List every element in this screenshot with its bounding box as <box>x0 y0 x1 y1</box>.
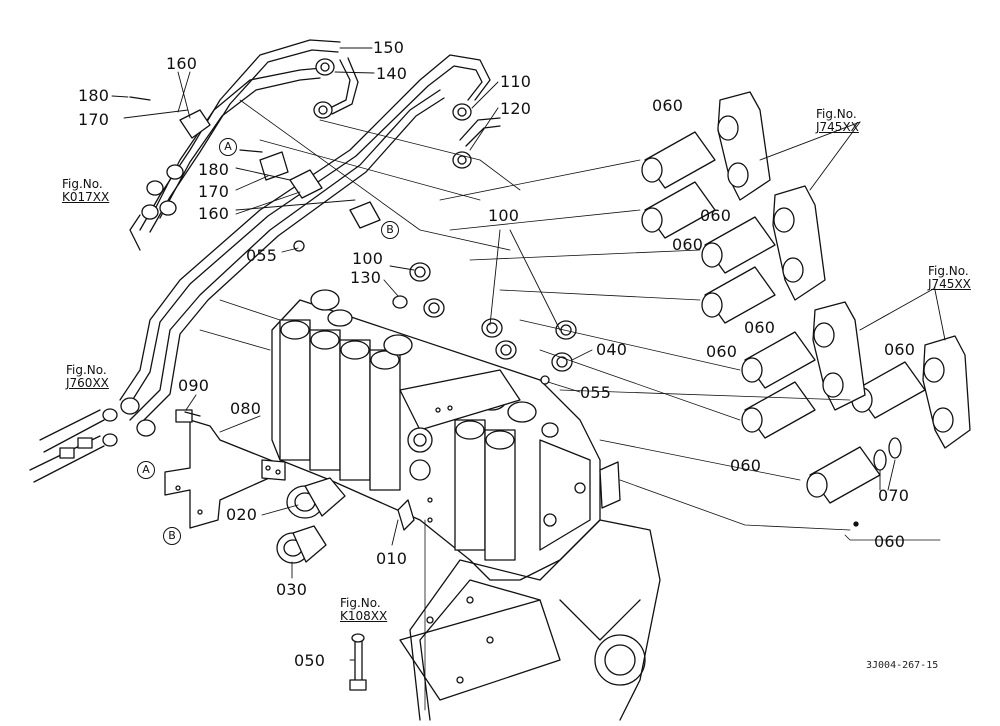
fig-ref-j760-line1: Fig.No. <box>66 363 107 377</box>
valve-fittings <box>184 240 577 691</box>
callout-150: 150 <box>373 38 405 57</box>
marker-b-bottom: B <box>163 527 181 545</box>
callout-070: 070 <box>878 486 910 505</box>
marker-a-top: A <box>219 138 237 156</box>
fig-ref-k108-line2: K108XX <box>340 609 388 623</box>
mounting-brackets <box>164 409 286 529</box>
callout-055-left: 055 <box>246 246 278 265</box>
callout-130: 130 <box>350 268 382 287</box>
fig-ref-k017-line2: K017XX <box>62 190 110 204</box>
marker-b-top: B <box>381 221 399 239</box>
callout-060-1: 060 <box>652 96 684 115</box>
pipe-fittings <box>102 58 472 447</box>
fig-ref-k108: Fig.No. K108XX <box>340 597 387 623</box>
fig-ref-j745-right-line2: J745XX <box>928 277 971 291</box>
callout-100-left: 100 <box>352 249 384 268</box>
marker-a-bottom: A <box>137 461 155 479</box>
fig-ref-j745-right-line1: Fig.No. <box>928 264 969 278</box>
callout-160-top: 160 <box>166 54 198 73</box>
callout-020: 020 <box>226 505 258 524</box>
callout-060-5: 060 <box>706 342 738 361</box>
fig-ref-k017-line1: Fig.No. <box>62 177 103 191</box>
callout-060-3: 060 <box>672 235 704 254</box>
tractor-frame <box>399 519 661 721</box>
callout-010: 010 <box>376 549 408 568</box>
control-valve-assembly <box>271 289 621 581</box>
callout-140: 140 <box>376 64 408 83</box>
fig-ref-j745-top: Fig.No. J745XX <box>816 108 859 134</box>
callout-040: 040 <box>596 340 628 359</box>
callout-060-8: 060 <box>874 532 906 551</box>
callout-180-mid: 180 <box>198 160 230 179</box>
callout-110: 110 <box>500 72 532 91</box>
fig-ref-j745-right: Fig.No. J745XX <box>928 265 971 291</box>
fig-ref-k108-line1: Fig.No. <box>340 596 381 610</box>
callout-180-top: 180 <box>78 86 110 105</box>
callout-160-mid: 160 <box>198 204 230 223</box>
callout-170-top: 170 <box>78 110 110 129</box>
quick-couplers <box>641 131 926 527</box>
reference-lines <box>199 99 941 711</box>
fig-ref-k017: Fig.No. K017XX <box>62 178 109 204</box>
callout-030: 030 <box>276 580 308 599</box>
callout-060-2: 060 <box>700 206 732 225</box>
callout-120: 120 <box>500 99 532 118</box>
callout-060-4: 060 <box>744 318 776 337</box>
coupler-housings <box>717 91 971 449</box>
flexible-hoses <box>29 214 141 483</box>
fig-ref-j745-top-line1: Fig.No. <box>816 107 857 121</box>
callout-060-6: 060 <box>884 340 916 359</box>
callout-050: 050 <box>294 651 326 670</box>
callout-100-right: 100 <box>488 206 520 225</box>
callout-080: 080 <box>230 399 262 418</box>
leader-lines <box>111 47 946 661</box>
fig-ref-j760-line2: J760XX <box>66 376 109 390</box>
fig-ref-j745-top-line2: J745XX <box>816 120 859 134</box>
callout-090: 090 <box>178 376 210 395</box>
fig-ref-j760: Fig.No. J760XX <box>66 364 109 390</box>
pipe-clamps <box>129 96 381 229</box>
callout-055-right: 055 <box>580 383 612 402</box>
callout-060-7: 060 <box>730 456 762 475</box>
callout-170-mid: 170 <box>198 182 230 201</box>
drawing-code: 3J004-267-15 <box>866 660 939 671</box>
